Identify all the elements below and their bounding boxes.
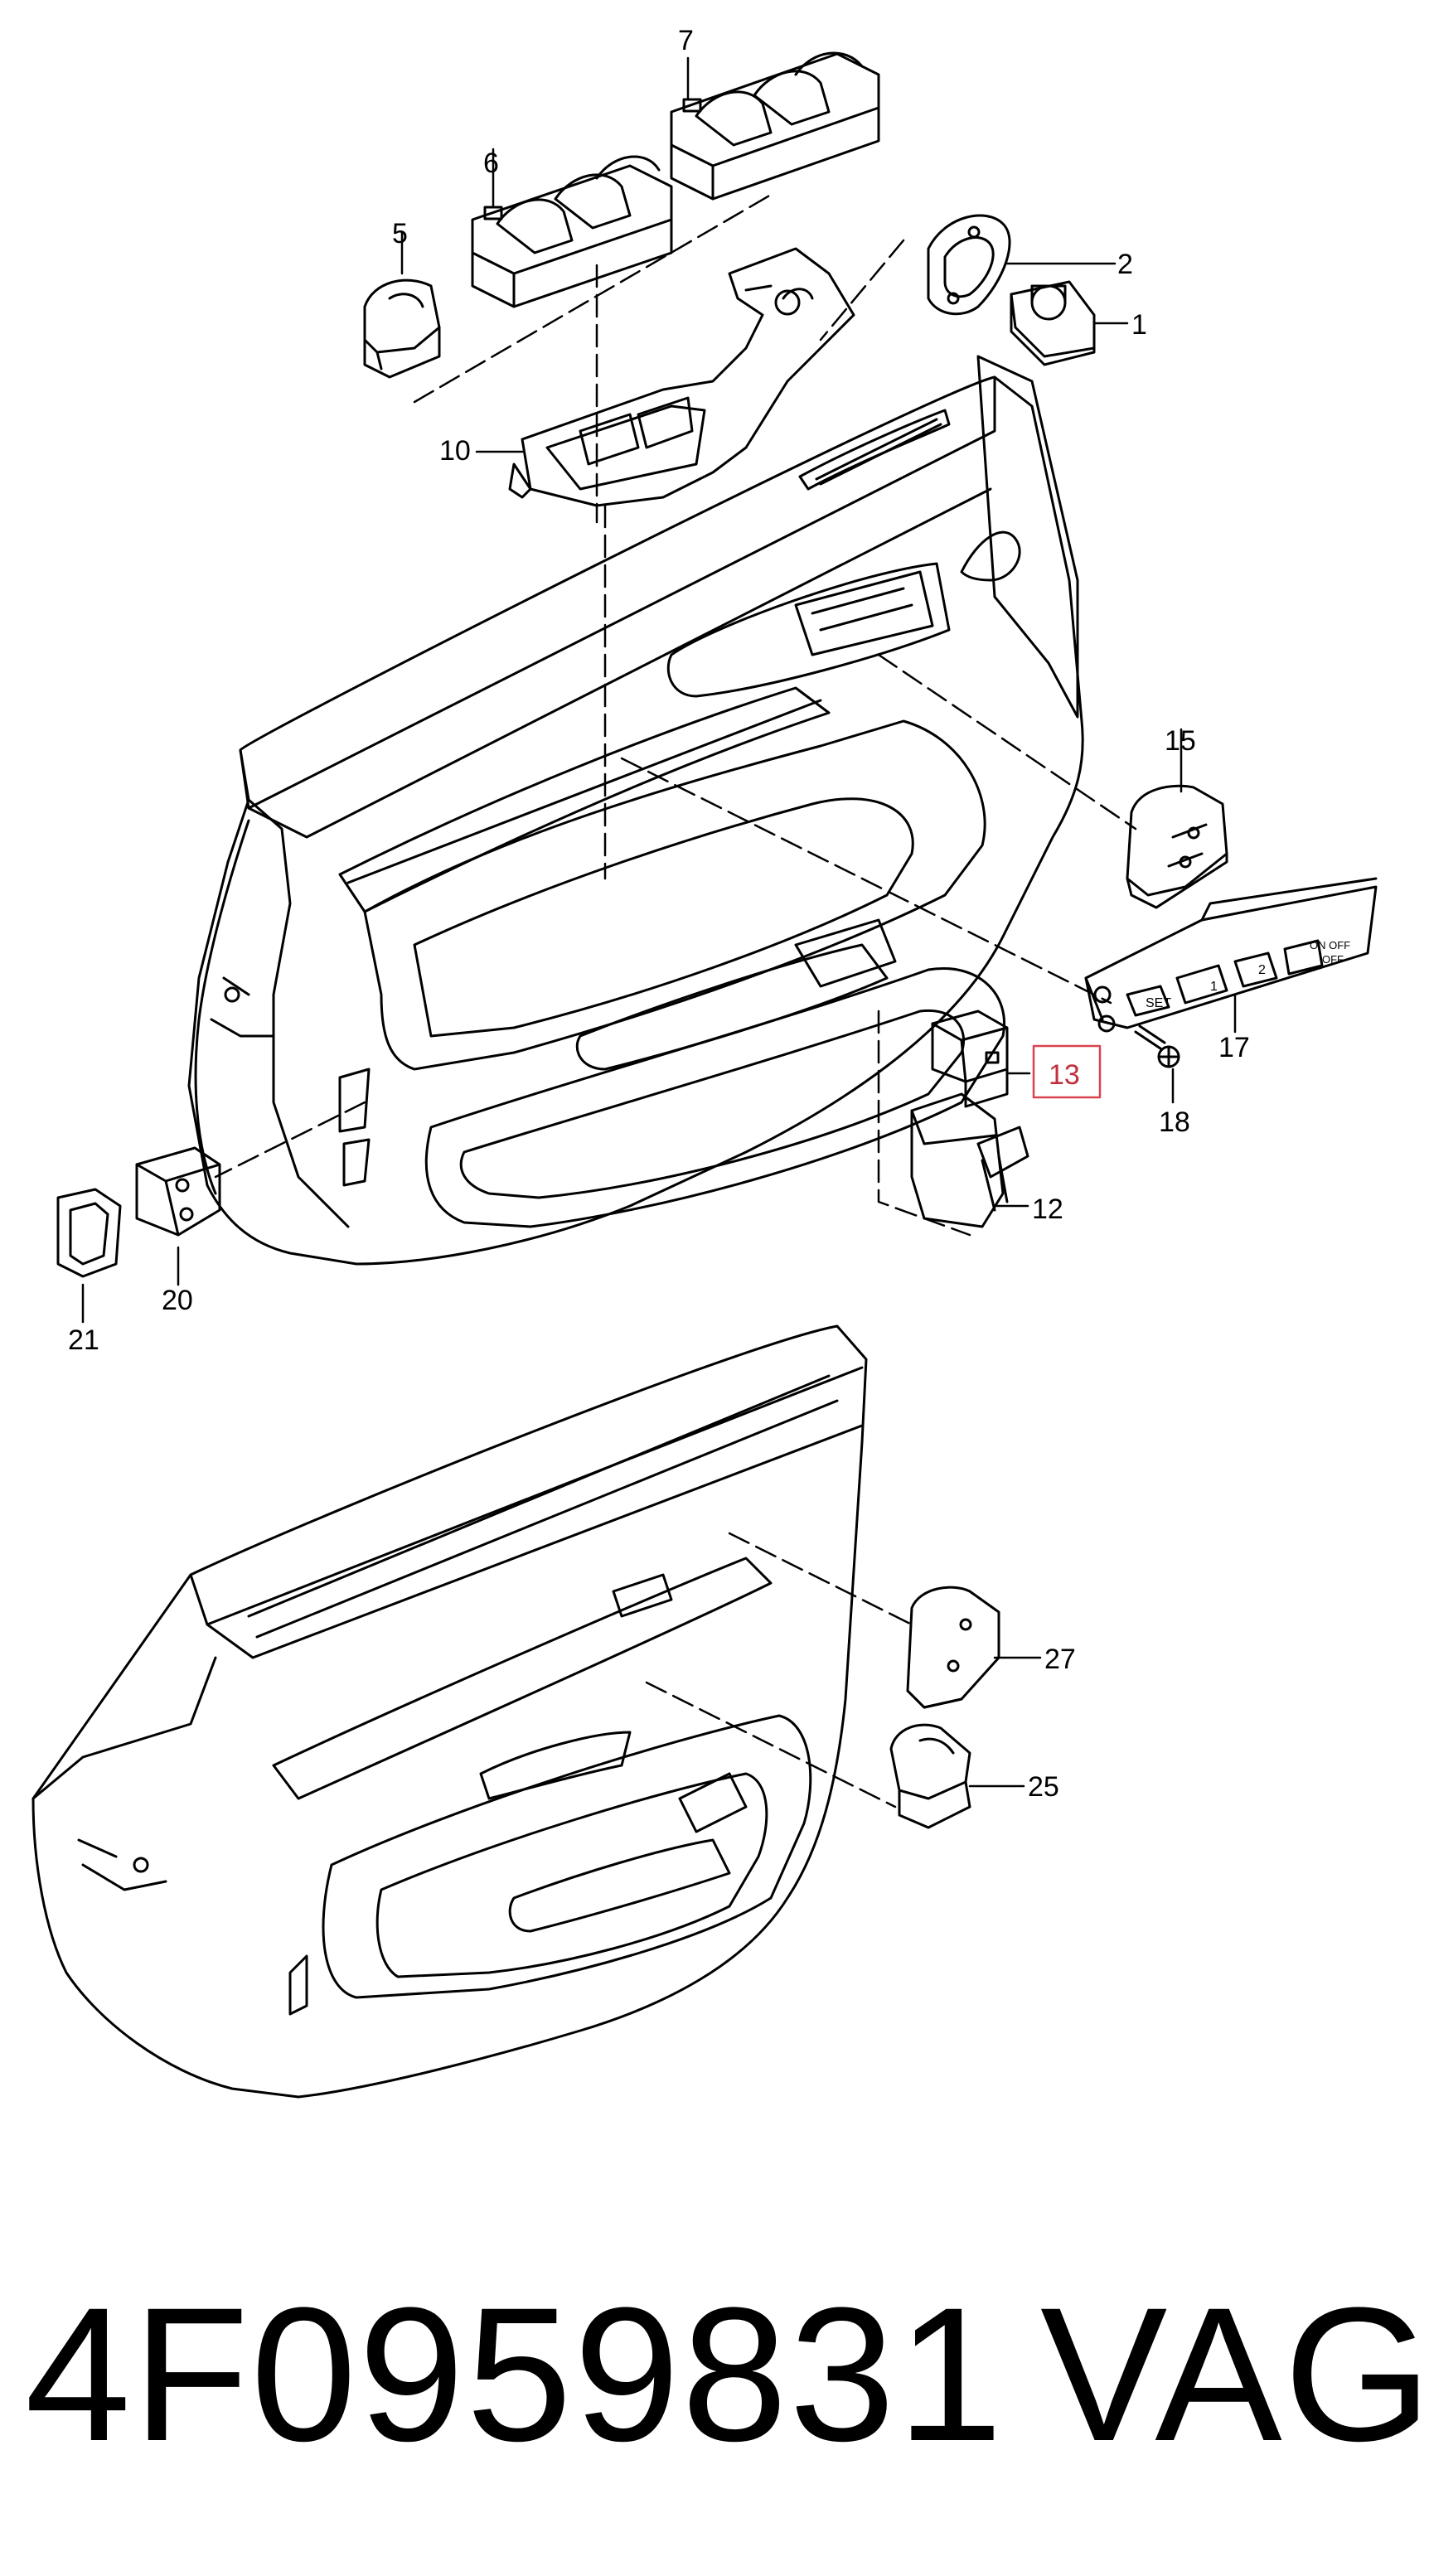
dashed-connectors	[214, 193, 1137, 1809]
switch-two-text: 2	[1258, 963, 1266, 977]
label-27: 27	[1044, 1644, 1076, 1675]
switch-set-text: SET	[1146, 996, 1171, 1010]
part-21-switch-bezel	[56, 1188, 122, 1278]
front-door-trim-panel	[187, 355, 1084, 1266]
label-2: 2	[1117, 249, 1133, 280]
part-20-rear-window-switch	[135, 1146, 221, 1237]
label-20: 20	[162, 1285, 193, 1316]
label-1: 1	[1131, 309, 1147, 341]
part-12-pocket-housing	[910, 1092, 1029, 1228]
part-labels: 1 2 5 6 7 10 12 13 15 17 18 20 21 25 27	[68, 25, 1250, 1803]
brand-text: VAG	[1040, 2268, 1429, 2481]
highlight-box-13	[1032, 1044, 1102, 1099]
part-5-window-switch	[363, 278, 441, 379]
switch-on-text: ON OFF	[1310, 939, 1350, 951]
part-10-switch-carrier	[508, 247, 855, 507]
label-18: 18	[1159, 1106, 1190, 1138]
label-25: 25	[1028, 1771, 1059, 1803]
label-10: 10	[439, 435, 471, 467]
part-27-rear-memory-switch	[906, 1586, 1000, 1709]
part-15-memory-switch	[1126, 784, 1228, 909]
label-6: 6	[483, 148, 499, 179]
part-13-switch	[931, 1010, 1009, 1108]
part-25-rear-window-switch	[889, 1723, 971, 1829]
part-18-screw	[1134, 1024, 1180, 1068]
part-number-text: 4F0959831	[25, 2268, 1005, 2481]
part-7-window-switch-block	[670, 51, 880, 201]
part-6-window-switch-block	[471, 155, 673, 308]
label-17: 17	[1218, 1032, 1250, 1063]
switch-off-text: OFF	[1322, 953, 1344, 966]
label-12: 12	[1032, 1194, 1063, 1225]
leader-lines	[81, 56, 1237, 1788]
part-1-mirror-switch	[1010, 280, 1096, 366]
rear-door-trim-panel	[31, 1324, 868, 2099]
label-21: 21	[68, 1324, 99, 1356]
label-15: 15	[1165, 725, 1196, 757]
part-17-seat-memory-strip: SET 1 2 ON OFF OFF	[1084, 877, 1378, 1033]
label-5: 5	[392, 218, 408, 249]
label-7: 7	[678, 25, 694, 56]
label-13: 13	[1049, 1059, 1080, 1091]
switch-one-text: 1	[1210, 980, 1218, 994]
part-2-switch-bezel	[927, 214, 1011, 316]
